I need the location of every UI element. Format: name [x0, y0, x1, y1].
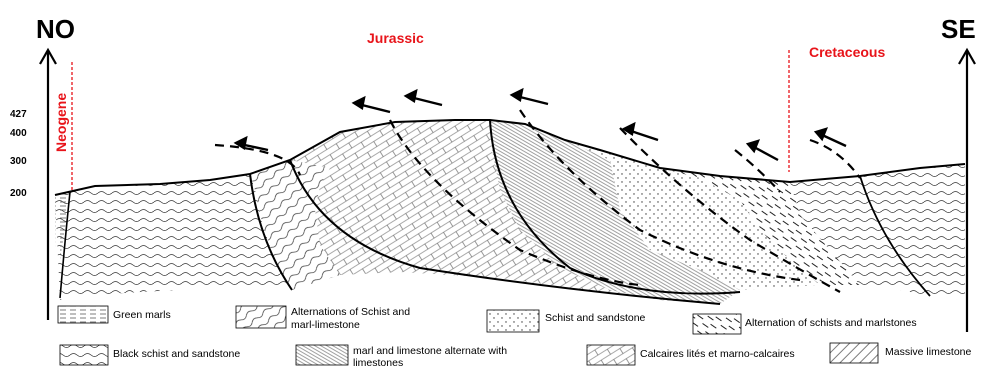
legend-swatch-black-schist [60, 345, 108, 365]
legend-label-schist-marlstone: Alternation of schists and marlstones [745, 317, 917, 329]
direction-right-label: SE [941, 14, 976, 44]
elevation-tick-400: 400 [10, 128, 27, 139]
period-label-neogene: Neogene [53, 93, 69, 152]
legend-label-green-marls: Green marls [113, 309, 171, 321]
legend: Green marls Alternations of Schist and m… [58, 306, 972, 367]
legend-item-massive-limestone: Massive limestone [830, 343, 972, 363]
direction-left-label: NO [36, 14, 75, 44]
legend-item-schist-sand: Schist and sandstone [487, 310, 646, 332]
elevation-tick-300: 300 [10, 156, 27, 167]
thrust-arrow-7 [816, 129, 846, 146]
legend-item-schist-marl: Alternations of Schist and marl-limeston… [236, 306, 410, 331]
legend-swatch-schist-marl [236, 306, 286, 328]
legend-label-massive-limestone: Massive limestone [885, 346, 972, 358]
thrust-arrow-3 [406, 91, 442, 105]
legend-label-calcaires: Calcaires lités et marno-calcaires [640, 348, 795, 360]
thrust-arrow-4 [512, 90, 548, 104]
legend-label-schist-sand: Schist and sandstone [545, 312, 646, 324]
legend-label-schist-marl-line2: marl-limestone [291, 319, 360, 331]
legend-swatch-schist-marlstone [693, 314, 741, 334]
period-label-cretaceous: Cretaceous [809, 44, 885, 60]
legend-swatch-calcaires [587, 345, 635, 365]
legend-label-black-schist: Black schist and sandstone [113, 348, 240, 360]
legend-item-green-marls: Green marls [58, 306, 171, 323]
elevation-tick-200: 200 [10, 188, 27, 199]
thrust-arrow-2 [354, 98, 390, 112]
legend-item-calcaires: Calcaires lités et marno-calcaires [587, 345, 795, 365]
legend-item-black-schist: Black schist and sandstone [60, 345, 240, 365]
elevation-tick-427: 427 [10, 109, 27, 120]
legend-label-schist-marl-line1: Alternations of Schist and [291, 306, 410, 318]
thrust-fault-6 [810, 140, 860, 178]
elevation-scale: 427 400 300 200 [10, 109, 27, 199]
legend-item-schist-marlstone: Alternation of schists and marlstones [693, 314, 917, 334]
legend-label-marl-limestone-line1: marl and limestone alternate with [353, 345, 507, 357]
legend-swatch-marl-limestone [296, 345, 348, 365]
period-label-jurassic: Jurassic [367, 30, 424, 46]
legend-swatch-schist-sand [487, 310, 539, 332]
legend-swatch-green-marls [58, 306, 108, 323]
legend-swatch-massive-limestone [830, 343, 878, 363]
legend-item-marl-limestone: marl and limestone alternate with limest… [296, 345, 507, 367]
thrust-arrow-6 [748, 141, 778, 160]
thrust-arrow-5 [624, 124, 658, 140]
thrust-arrow-1 [236, 138, 268, 150]
legend-label-marl-limestone-line2: limestones [353, 357, 403, 367]
